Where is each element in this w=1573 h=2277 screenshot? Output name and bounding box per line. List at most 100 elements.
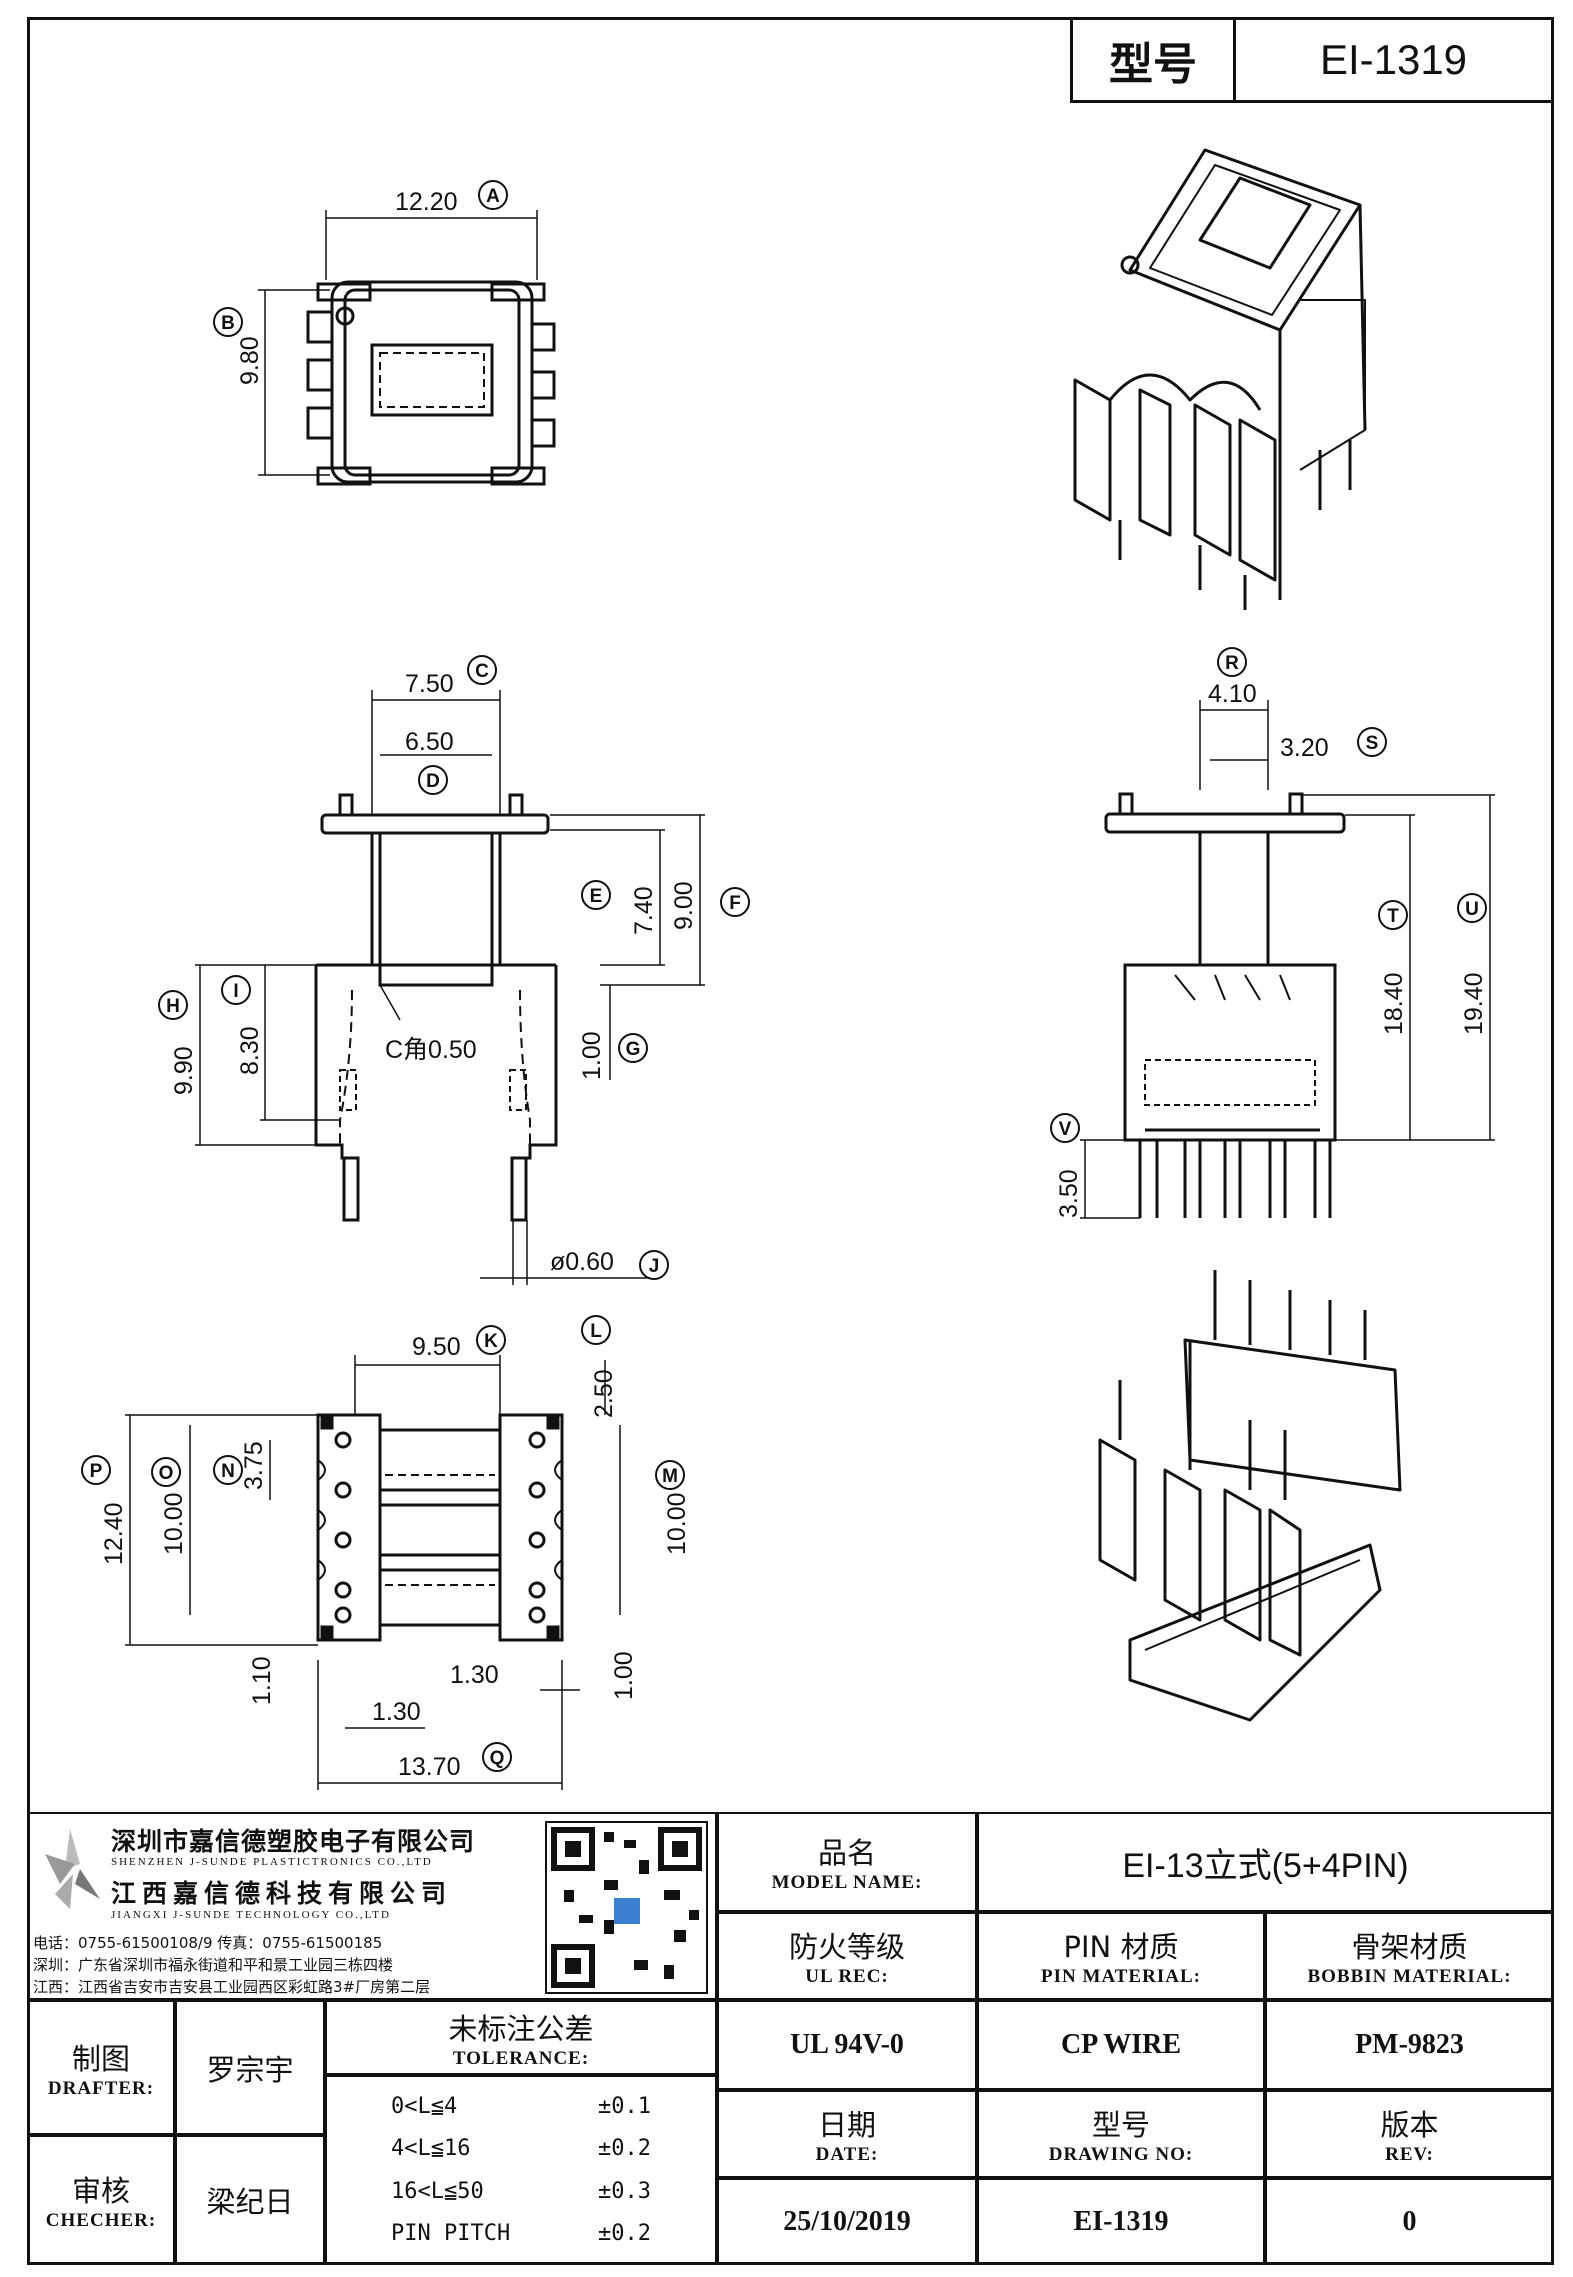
- ul-rec-value: UL 94V-0: [717, 2000, 977, 2090]
- tag-u: U: [1457, 893, 1487, 923]
- tag-g: G: [618, 1033, 648, 1063]
- dimension-lines: [125, 210, 1495, 1790]
- tag-s: S: [1357, 727, 1387, 757]
- drafter-label: 制图 DRAFTER:: [27, 2000, 175, 2135]
- dim-n-text: 3.75: [240, 1441, 268, 1490]
- title-block: 深圳市嘉信德塑胶电子有限公司 SHENZHEN J-SUNDE PLASTICT…: [27, 1812, 1554, 2265]
- svg-text:F: F: [729, 893, 741, 914]
- dim-l-text: 2.50: [590, 1369, 618, 1418]
- pin-material-label: PIN 材质 PIN MATERIAL:: [977, 1912, 1265, 2000]
- tag-j: J: [639, 1250, 669, 1280]
- company-name-cn-1: 深圳市嘉信德塑胶电子有限公司: [111, 1827, 476, 1856]
- tag-a: A: [478, 180, 508, 210]
- dim-q-text: 13.70: [398, 1753, 461, 1781]
- tag-e: E: [581, 880, 611, 910]
- svg-text:K: K: [484, 1331, 498, 1352]
- dim-100-text: 1.00: [610, 1651, 638, 1700]
- qr-code-icon: [545, 1821, 708, 1994]
- dim-b-text: 9.80: [236, 336, 264, 385]
- svg-text:A: A: [486, 186, 500, 207]
- dim-r-text: 4.10: [1208, 680, 1257, 708]
- tag-n: N: [213, 1455, 243, 1485]
- technical-drawing: 12.20 9.80 7.50 6.50 7.40 9.00 1.00 9.90…: [81, 148, 1495, 1790]
- svg-text:S: S: [1366, 733, 1379, 754]
- svg-text:P: P: [90, 1461, 103, 1482]
- tolerance-label: 未标注公差 TOLERANCE:: [325, 2000, 717, 2075]
- company-name-cn-2: 江西嘉信德科技有限公司: [111, 1879, 453, 1908]
- svg-text:H: H: [166, 996, 180, 1017]
- tag-v: V: [1050, 1113, 1080, 1143]
- iso-view-top: [1073, 148, 1367, 610]
- dim-a-text: 12.20: [395, 188, 458, 216]
- bobbin-material-value: PM-9823: [1265, 2000, 1554, 2090]
- tag-f: F: [720, 887, 750, 917]
- tolerance-row: PIN PITCH±0.2: [391, 2221, 651, 2247]
- checker-label: 审核 CHECHER:: [27, 2135, 175, 2265]
- tag-p: P: [81, 1455, 111, 1485]
- date-value: 25/10/2019: [717, 2178, 977, 2265]
- company-name-en-2: JIANGXI J-SUNDE TECHNOLOGY CO.,LTD: [111, 1909, 391, 1921]
- checker-value: 梁纪日: [175, 2135, 325, 2265]
- pin-material-value: CP WIRE: [977, 2000, 1265, 2090]
- svg-text:V: V: [1059, 1119, 1072, 1140]
- model-value: EI-1319: [1319, 36, 1468, 83]
- dim-t-text: 18.40: [1380, 972, 1408, 1035]
- dim-f-text: 9.00: [670, 881, 698, 930]
- model-label: 型号: [1073, 20, 1236, 100]
- dim-110-text: 1.10: [248, 1656, 276, 1705]
- model-name-value: EI-13立式(5+4PIN): [977, 1812, 1554, 1912]
- svg-text:M: M: [662, 1466, 678, 1487]
- svg-text:D: D: [426, 771, 440, 792]
- company-logo-icon: [45, 1829, 100, 1909]
- tag-l: L: [581, 1315, 611, 1345]
- tag-c: C: [467, 655, 497, 685]
- drawing-no-value: EI-1319: [977, 2178, 1265, 2265]
- svg-text:B: B: [221, 313, 235, 334]
- dim-o-text: 10.00: [160, 1492, 188, 1555]
- tag-t: T: [1378, 900, 1408, 930]
- tag-o: O: [151, 1457, 181, 1487]
- dim-k-text: 9.50: [412, 1333, 461, 1361]
- side-view: [1104, 792, 1346, 1218]
- front-view: [314, 793, 558, 1222]
- drafter-value: 罗宗宇: [175, 2000, 325, 2135]
- tolerance-row: 0<L≦4±0.1: [391, 2093, 651, 2119]
- tag-m: M: [655, 1460, 685, 1490]
- tolerance-table: 0<L≦4±0.1 4<L≦16±0.2 16<L≦50±0.3 PIN PIT…: [325, 2075, 717, 2265]
- dim-p-text: 12.40: [100, 1502, 128, 1565]
- company-address-jx: 江西：江西省吉安市吉安县工业园西区彩虹路3#厂房第二层: [33, 1978, 431, 1996]
- model-header: 型号 EI-1319: [1070, 17, 1554, 103]
- ul-rec-label: 防火等级 UL REC:: [717, 1912, 977, 2000]
- svg-text:C: C: [475, 661, 489, 682]
- date-label: 日期 DATE:: [717, 2090, 977, 2178]
- tolerance-row: 16<L≦50±0.3: [391, 2178, 651, 2204]
- tag-q: Q: [482, 1742, 512, 1772]
- tag-h: H: [158, 990, 188, 1020]
- svg-text:O: O: [159, 1463, 174, 1484]
- bottom-view: [316, 1413, 564, 1642]
- svg-text:T: T: [1387, 906, 1399, 927]
- svg-text:N: N: [221, 1461, 235, 1482]
- drawing-no-label: 型号 DRAWING NO:: [977, 2090, 1265, 2178]
- dim-130b-text: 1.30: [372, 1698, 421, 1726]
- tag-k: K: [476, 1325, 506, 1355]
- dim-h-text: 9.90: [170, 1046, 198, 1095]
- bobbin-material-label: 骨架材质 BOBBIN MATERIAL:: [1265, 1912, 1554, 2000]
- dim-u-text: 19.40: [1460, 972, 1488, 1035]
- svg-text:L: L: [590, 1321, 602, 1342]
- dim-v-text: 3.50: [1055, 1169, 1083, 1218]
- dim-i-text: 8.30: [236, 1026, 264, 1075]
- dim-j-text: ø0.60: [550, 1248, 614, 1276]
- rev-value: 0: [1265, 2178, 1554, 2265]
- dimension-tags: A B C D E F G H I J K L M N O P Q R S T …: [81, 180, 1487, 1772]
- svg-text:Q: Q: [490, 1748, 505, 1769]
- company-name-en-1: SHENZHEN J-SUNDE PLASTICTRONICS CO.,LTD: [111, 1856, 433, 1868]
- tag-b: B: [213, 307, 243, 337]
- dim-g-text: 1.00: [578, 1031, 606, 1080]
- tag-r: R: [1217, 647, 1247, 677]
- svg-text:J: J: [649, 1256, 660, 1277]
- company-address-sz: 深圳：广东省深圳市福永街道和平和景工业园三栋四楼: [33, 1956, 394, 1974]
- chamfer-text: C角0.50: [385, 1036, 477, 1064]
- svg-text:I: I: [233, 981, 238, 1002]
- dim-s-text: 3.20: [1280, 734, 1329, 762]
